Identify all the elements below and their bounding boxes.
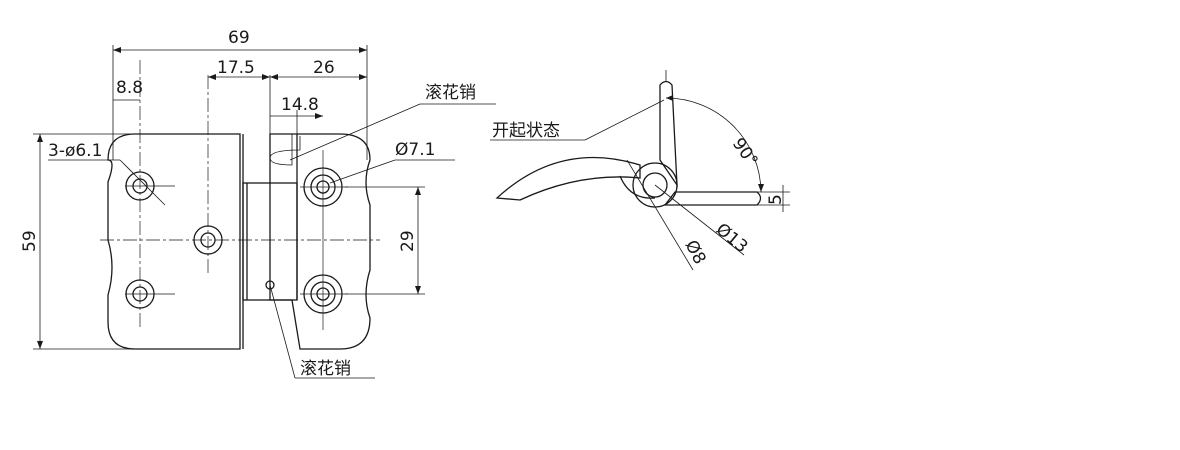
label-knurled-pin-bottom: 滚花销 [300, 359, 351, 379]
left-leaf-outline [107, 133, 241, 350]
dim-knurl-offset: 14.8 [281, 95, 319, 115]
dim-hole-pitch: 29 [398, 230, 418, 252]
horizontal-leaf [663, 191, 762, 206]
label-knurled-pin-top: 滚花销 [425, 83, 476, 103]
angle-arc [665, 97, 762, 193]
front-view: 69 8.8 17.5 26 14.8 59 29 3-ø6.1 Ø7.1 滚花… [20, 28, 496, 379]
side-view: 90° 5 开起状态 Ø8 Ø13 [490, 70, 790, 271]
dim-knuckle-dia: Ø13 [712, 220, 752, 258]
pin-hole [642, 172, 668, 198]
dim-pin-dia: Ø8 [681, 237, 710, 268]
dim-leaf-thickness: 5 [766, 194, 786, 205]
vertical-leaf [659, 80, 678, 188]
dim-right-width: 26 [313, 58, 335, 78]
dim-overall-width: 69 [228, 28, 250, 48]
dim-hole-right: Ø7.1 [395, 140, 435, 160]
dim-pin-offset: 17.5 [217, 58, 255, 78]
label-open-state: 开起状态 [492, 121, 560, 141]
dim-hole-offset-left: 8.8 [116, 78, 143, 98]
dim-holes-spec: 3-ø6.1 [48, 141, 102, 161]
lever-arm [495, 156, 641, 201]
dim-height: 59 [20, 230, 40, 252]
pin-slot [269, 134, 301, 166]
right-leaf-outline [269, 133, 371, 350]
